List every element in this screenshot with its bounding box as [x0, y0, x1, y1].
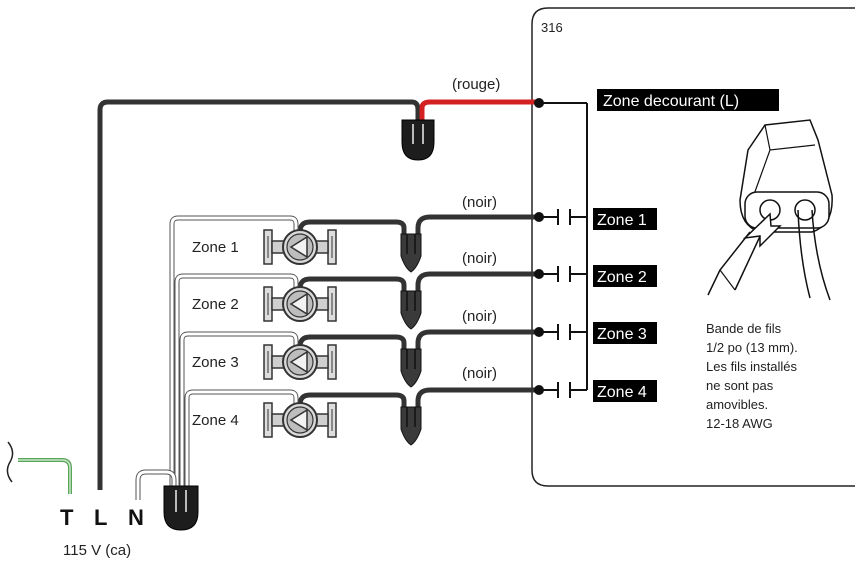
pump-label-4: Zone 4 [192, 412, 239, 429]
wire-nut-zone-2 [400, 290, 422, 330]
wire-label-rouge: (rouge) [452, 76, 500, 93]
note-line-5: amovibles. [706, 397, 768, 412]
controller-zone-label-1: Zone 1 [597, 212, 647, 229]
wire-label-noir-1: (noir) [462, 194, 497, 211]
arrow-icon [742, 212, 782, 248]
circulator-pump-zone-4 [263, 402, 337, 438]
note-line-3: Les fils installés [706, 359, 798, 374]
note-line-4: ne sont pas [706, 378, 774, 393]
pump-label-3: Zone 3 [192, 354, 239, 371]
controller-model: 316 [541, 20, 563, 35]
circulator-pump-zone-2 [263, 286, 337, 322]
pump-label-2: Zone 2 [192, 296, 239, 313]
wire-label-noir-2: (noir) [462, 250, 497, 267]
supply-n-label: N [128, 505, 144, 530]
circulator-pump-zone-1 [263, 229, 337, 265]
cable-break [6, 441, 14, 483]
feed-wire-zone-3 [297, 329, 538, 355]
terminal-zone-4 [540, 382, 587, 398]
controller-zone-label-2: Zone 2 [597, 269, 647, 286]
circulator-pump-zone-3 [263, 344, 337, 380]
terminal-block-illustration [707, 119, 833, 301]
zone-current-label-bg [597, 89, 779, 111]
wire-nut-zone-1 [400, 233, 422, 273]
feed-wire-zone-2 [297, 271, 538, 297]
note-line-6: 12-18 AWG [706, 416, 773, 431]
feed-wire-zone-1 [297, 214, 538, 240]
wire-nut-bottom [163, 485, 199, 531]
wire-nut-zone-3 [400, 348, 422, 388]
controller-box [531, 7, 855, 487]
note-line-2: 1/2 po (13 mm). [706, 340, 798, 355]
zone-current-label: Zone decourant (L) [603, 93, 739, 110]
supply-voltage-label: 115 V (ca) [63, 542, 131, 559]
controller-zone-label-4: Zone 4 [597, 384, 647, 401]
supply-l-wire [97, 99, 421, 490]
supply-l-label: L [94, 505, 107, 530]
note-line-1: Bande de fils [706, 321, 782, 336]
feed-wire-zone-4 [297, 387, 538, 413]
wire-nut-zone-4 [400, 406, 422, 446]
controller-zone-label-3: Zone 3 [597, 326, 647, 343]
terminal-zone-3 [540, 324, 587, 340]
pump-label-1: Zone 1 [192, 239, 239, 256]
wire-label-noir-3: (noir) [462, 308, 497, 325]
terminal-zone-2 [540, 266, 587, 282]
supply-t-label: T [60, 505, 74, 530]
neutral-wires [135, 215, 299, 500]
red-wire [419, 99, 538, 122]
terminal-zone-1 [540, 209, 587, 225]
ground-wire [18, 458, 72, 494]
wire-label-noir-4: (noir) [462, 365, 497, 382]
wire-nut-top [401, 119, 435, 161]
